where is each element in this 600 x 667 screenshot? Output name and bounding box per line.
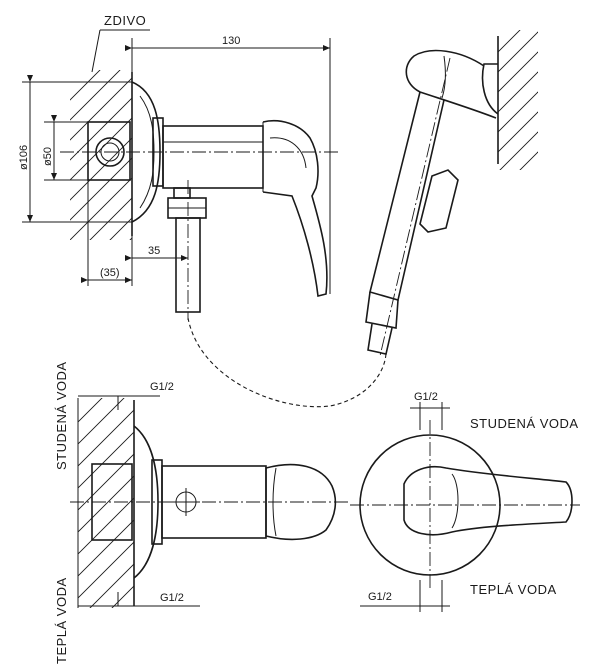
dim-body-diameter: ø50 — [42, 147, 54, 166]
dim-outlet-offset: 35 — [148, 245, 160, 257]
hand-shower — [365, 30, 538, 357]
thread-bottom-left: G1/2 — [160, 592, 184, 604]
side-view: ZDIVO 130 ø106 — [18, 13, 340, 320]
wall-hatching — [498, 30, 538, 170]
wall-hatching — [70, 70, 132, 240]
dim-flange-diameter: ø106 — [18, 145, 30, 170]
thread-top-left: G1/2 — [150, 381, 174, 393]
wall-label: ZDIVO — [104, 13, 146, 28]
cold-water-label-vertical: STUDENÁ VODA — [54, 361, 69, 470]
dim-total-length: 130 — [222, 35, 240, 47]
dim-wall-depth: (35) — [100, 267, 120, 279]
front-view: G1/2 STUDENÁ VODA G1/2 TEPLÁ VODA — [350, 391, 580, 612]
hose-path — [187, 317, 387, 408]
top-view: STUDENÁ VODA TEPLÁ VODA G1/2 G1/2 — [54, 361, 350, 664]
thread-bottom-right: G1/2 — [368, 591, 392, 603]
thread-top-right: G1/2 — [414, 391, 438, 403]
cold-water-label: STUDENÁ VODA — [470, 416, 579, 431]
wall-hatching — [78, 398, 134, 608]
hot-water-label-vertical: TEPLÁ VODA — [54, 577, 69, 664]
hot-water-label: TEPLÁ VODA — [470, 582, 557, 597]
